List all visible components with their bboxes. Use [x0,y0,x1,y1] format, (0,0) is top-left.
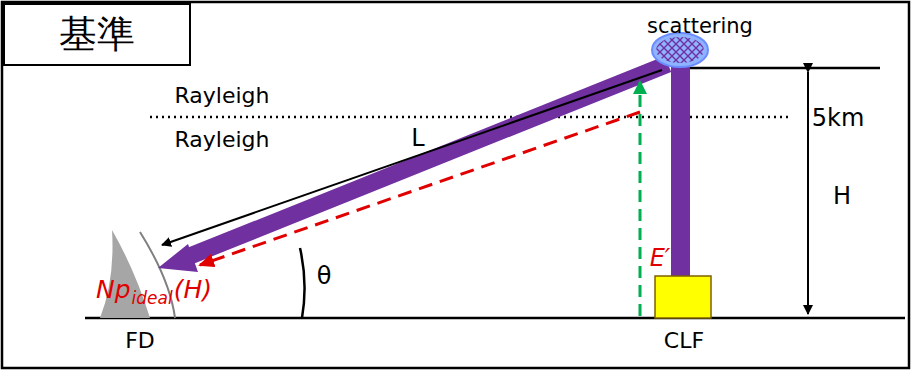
beam-head [158,244,198,272]
region-label: Rayleigh [175,128,270,152]
photon-label: (H) [174,276,212,304]
photon-label: Np [96,276,131,304]
height-arrow [807,72,809,314]
angle-arc [300,248,305,318]
energy-line [639,82,642,316]
clf-label: CLF [664,329,704,353]
distance-label: L [411,125,424,151]
scattering-texture [656,37,704,63]
fd-label: FD [125,329,155,353]
height-line [690,67,880,70]
photon-subscript: ideal [132,289,173,308]
distance-line [162,70,662,245]
angle-label: θ [317,263,332,289]
altitude-label: 5km [812,105,865,131]
altitude-line [150,116,790,119]
height-label: H [833,183,851,209]
clf-box [655,276,711,318]
ground-line [85,317,905,320]
region-label: Rayleigh [175,84,270,108]
energy-label: E′ [650,245,671,271]
title-text: 基準 [59,14,135,56]
laser-beam [671,62,690,276]
title-box: 基準 [3,3,191,66]
scattering-label: scattering [647,15,753,38]
